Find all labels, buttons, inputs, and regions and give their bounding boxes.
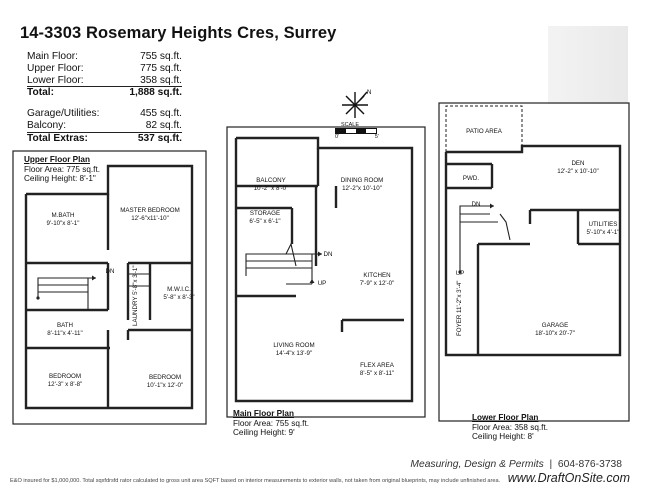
- area-row-main: Main Floor:755 sq.ft.: [27, 51, 182, 62]
- phone-number: 604-876-3738: [557, 459, 622, 470]
- lower-floor-caption: Lower Floor Plan Floor Area: 358 sq.ft. …: [472, 413, 549, 441]
- room-foyer: FOYER 11'-2"x 3'-4": [456, 280, 463, 336]
- page-title: 14-3303 Rosemary Heights Cres, Surrey: [20, 24, 337, 42]
- area-row-garage: Garage/Utilities:455 sq.ft.: [27, 108, 182, 120]
- stair-up-label-main: UP: [317, 280, 327, 287]
- footer-disclaimer: E&O insured for $1,000,000. Total sqxfdr…: [10, 478, 501, 484]
- company-services: Measuring, Design & Permits | 604-876-37…: [410, 459, 622, 470]
- main-floor-plan: [226, 126, 426, 418]
- stair-dn-label-lower: DN: [471, 201, 481, 208]
- area-row-lower: Lower Floor:358 sq.ft.: [27, 74, 182, 86]
- upper-floor-caption: Upper Floor Plan Floor Area: 775 sq.ft. …: [24, 155, 101, 183]
- stair-dn-label-main: DN: [323, 251, 333, 258]
- corner-image: [548, 26, 628, 104]
- room-laundry: LAUNDRY 5'-8"x 3'-1": [132, 265, 139, 326]
- lower-floor-plan: [438, 102, 630, 422]
- north-compass-icon: N: [342, 90, 371, 118]
- company-website-link[interactable]: www.DraftOnSite.com: [503, 471, 630, 485]
- area-row-upper: Upper Floor:775 sq.ft.: [27, 62, 182, 74]
- stair-up-label-lower: UP: [455, 270, 465, 277]
- area-row-total: Total:1,888 sq.ft.: [27, 86, 182, 99]
- room-mwic: M.W.I.C.5'-8" x 8'-3": [163, 286, 195, 301]
- svg-text:N: N: [367, 90, 371, 96]
- room-powder: PWD.: [462, 175, 480, 182]
- upper-floor-plan: [12, 150, 207, 425]
- area-summary: Main Floor:755 sq.ft. Upper Floor:775 sq…: [27, 51, 182, 145]
- stair-dn-label: DN: [105, 268, 115, 275]
- patio-area: PATIO AREA: [466, 128, 502, 135]
- area-row-total-extras: Total Extras:537 sq.ft.: [27, 131, 182, 144]
- main-floor-caption: Main Floor Plan Floor Area: 755 sq.ft. C…: [233, 409, 310, 437]
- scale-bar: SCALE 0'5': [335, 122, 379, 140]
- area-row-balcony: Balcony:82 sq.ft.: [27, 119, 182, 131]
